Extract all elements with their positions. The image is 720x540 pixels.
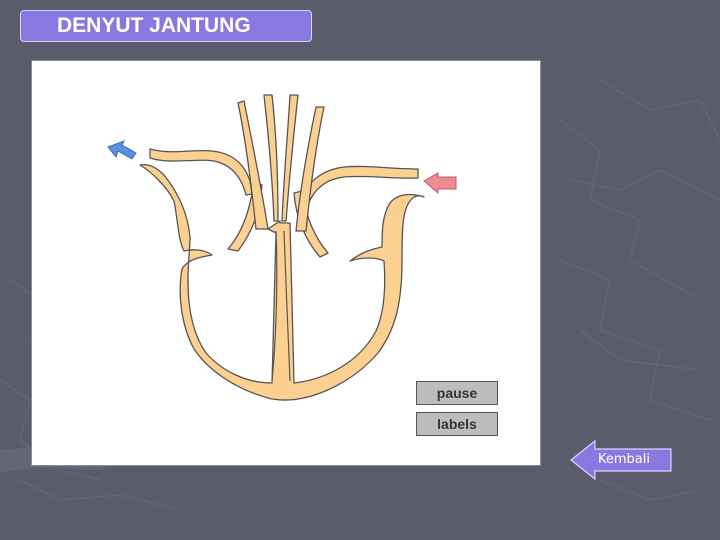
back-button[interactable]: Kembali bbox=[569, 440, 673, 480]
heart-diagram bbox=[107, 94, 457, 401]
center-right-vessel bbox=[281, 94, 299, 222]
slide-title: DENYUT JANTUNG bbox=[20, 10, 312, 42]
pause-button[interactable]: pause bbox=[416, 381, 498, 405]
heart-septum bbox=[271, 230, 291, 382]
arrow-left-icon bbox=[570, 440, 672, 480]
left-upper-vessel bbox=[149, 148, 253, 196]
heart-outer-wall bbox=[139, 163, 425, 401]
heart-animation-panel: pause labels bbox=[31, 60, 541, 466]
labels-button[interactable]: labels bbox=[416, 412, 498, 436]
back-button-label: Kembali bbox=[598, 452, 650, 467]
blue-arrow-icon bbox=[107, 140, 137, 160]
right-tall-vessel bbox=[295, 106, 325, 232]
center-left-vessel bbox=[263, 94, 279, 222]
red-arrow-icon bbox=[423, 172, 457, 195]
